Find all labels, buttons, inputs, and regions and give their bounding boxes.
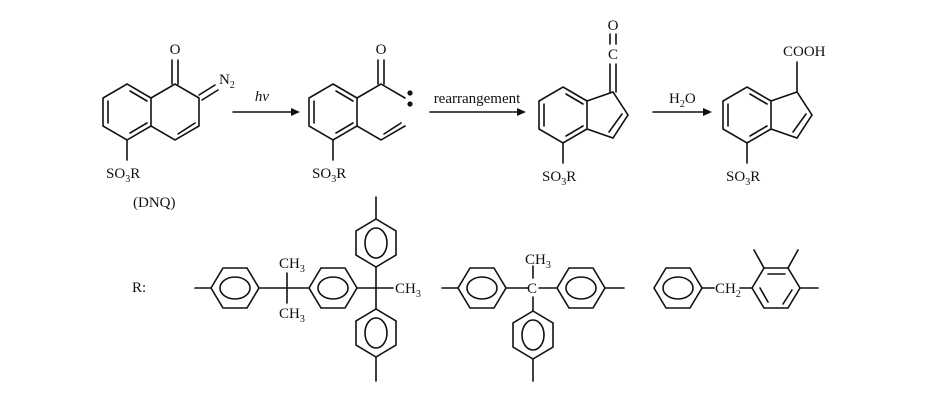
r2-phenyl-ring-left bbox=[457, 267, 507, 309]
ketene-benzene-ring bbox=[538, 86, 588, 144]
dnq-so3r-label: SO3R bbox=[106, 166, 140, 185]
r1-phenyl-ring-2 bbox=[308, 267, 358, 309]
r-group-3: CH2 bbox=[653, 249, 819, 309]
carbene-oxygen-label: O bbox=[376, 42, 387, 58]
dnq-benzene-ring bbox=[102, 83, 152, 141]
arrow-photolysis: hv bbox=[232, 89, 300, 116]
arrow-hv-label: hv bbox=[255, 89, 270, 105]
dnq-quinone-ring bbox=[150, 83, 200, 141]
acid-molecule: COOH SO3R bbox=[722, 44, 826, 188]
arrow-rearrangement: rearrangement bbox=[429, 91, 526, 116]
carbene-molecule: O SO3R bbox=[308, 42, 413, 185]
acid-cooh-label: COOH bbox=[783, 44, 826, 60]
r3-methylene-label: CH2 bbox=[715, 281, 741, 300]
r3-benzyl-ring bbox=[653, 267, 703, 309]
ketene-carbon-label: C bbox=[608, 47, 618, 63]
r2-methyl-label: CH3 bbox=[525, 252, 551, 271]
ketene-molecule: C O SO3R bbox=[538, 18, 629, 188]
r2-phenyl-ring-bottom bbox=[512, 310, 554, 360]
dnq-n2-label: N2 bbox=[219, 72, 235, 91]
acid-benzene-ring bbox=[722, 86, 772, 144]
r1-phenyl-ring-bottom bbox=[355, 308, 397, 358]
r1-methyl-bottom-label: CH3 bbox=[279, 306, 305, 325]
arrow-rearrangement-label: rearrangement bbox=[434, 91, 521, 107]
r1-phenyl-ring-1 bbox=[210, 267, 260, 309]
r1-phenyl-ring-top bbox=[355, 218, 397, 268]
acid-so3r-label: SO3R bbox=[726, 169, 760, 188]
dnq-caption: (DNQ) bbox=[133, 195, 176, 211]
arrow-hydrolysis: H2O bbox=[652, 91, 712, 116]
r-group-1: CH3 CH3 CH3 bbox=[194, 196, 421, 382]
r1-methyl-top-label: CH3 bbox=[279, 256, 305, 275]
dnq-molecule: O N2 SO3R (DNQ) bbox=[102, 42, 235, 211]
dnq-oxygen-label: O bbox=[170, 42, 181, 58]
carbene-so3r-label: SO3R bbox=[312, 166, 346, 185]
ketene-oxygen-label: O bbox=[608, 18, 619, 34]
carbene-benzene-ring bbox=[308, 83, 358, 141]
carbene-electron-dot bbox=[407, 101, 413, 107]
r2-carbon-label: C bbox=[527, 281, 537, 297]
r1-methyl-right-label: CH3 bbox=[395, 281, 421, 300]
r-groups-label: R: bbox=[132, 280, 146, 296]
arrow-h2o-label: H2O bbox=[669, 91, 696, 110]
r-group-2: C CH3 bbox=[441, 252, 625, 382]
ketene-so3r-label: SO3R bbox=[542, 169, 576, 188]
r2-phenyl-ring-right bbox=[556, 267, 606, 309]
carbene-electron-dot bbox=[407, 90, 413, 96]
